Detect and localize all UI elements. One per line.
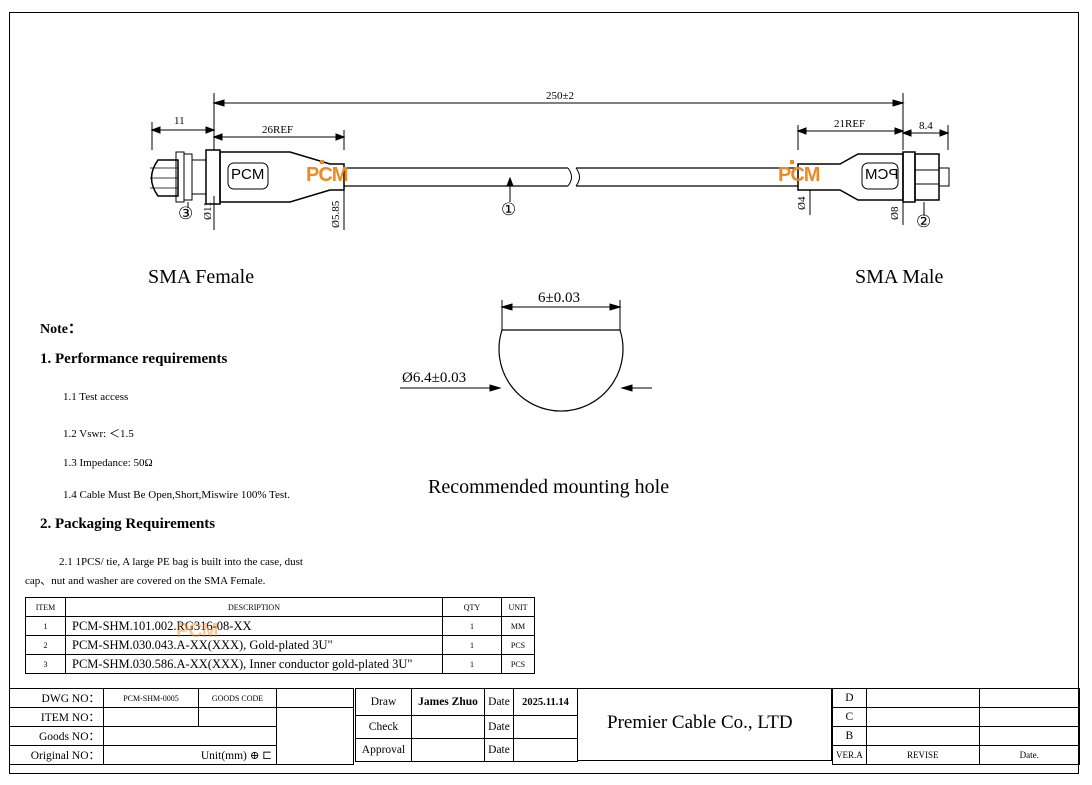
dim-8-4: 8.4: [919, 120, 933, 132]
date-label: Date: [484, 688, 514, 716]
dia-5-85: Ø5.85: [330, 200, 342, 228]
original-no-label: Original NO：: [9, 745, 104, 765]
balloon-1: ①: [501, 200, 517, 219]
drawing-frame: [9, 12, 1079, 774]
dim-26ref: 26REF: [262, 124, 294, 136]
item-no-label: ITEM NO：: [9, 707, 104, 727]
hole-diameter-dim: Ø6.4±0.03: [402, 370, 467, 386]
bom-item: 3: [25, 654, 66, 674]
title-block-approvals: Draw James Zhuo Date 2025.11.14 Check Da…: [355, 688, 578, 762]
unit-label: Unit(mm): [200, 750, 247, 762]
draw-date: 2025.11.14: [513, 688, 578, 716]
overall-length-dim: 250±2: [546, 90, 575, 102]
section-performance: 1. Performance requirements: [40, 351, 228, 367]
revise-label: REVISE: [865, 745, 980, 765]
company-cell: [577, 688, 832, 761]
connector-mark-right: PCM: [865, 166, 899, 183]
draw-label: Draw: [355, 688, 412, 716]
goods-code-label: GOODS CODE: [198, 688, 277, 708]
revision-table: D C B VER.A REVISE Date.: [832, 688, 1080, 765]
bom-desc: PCM-SHM.030.586.A-XX(XXX), Inner conduct…: [65, 654, 443, 674]
ver-label: VER.A: [832, 745, 867, 765]
title-block-left: DWG NO： PCM-SHM-0005 GOODS CODE ITEM NO：…: [9, 688, 354, 765]
dia-4: Ø4: [796, 196, 808, 210]
bom-header: ITEM: [25, 597, 66, 617]
note-item: 1.1 Test access: [63, 391, 129, 403]
note-item: 1.3 Impedance: 50Ω: [63, 457, 153, 469]
hole-caption: Recommended mounting hole: [428, 476, 670, 498]
bom-qty: 1: [442, 654, 502, 674]
bom-header: QTY: [442, 597, 502, 617]
dim-11: 11: [174, 115, 185, 127]
dia-8: Ø8: [889, 206, 901, 220]
bom-header: UNIT: [501, 597, 535, 617]
drawer-name: James Zhuo: [411, 688, 485, 716]
connector-mark-left: PCM: [231, 166, 265, 183]
approval-label: Approval: [355, 738, 412, 762]
sma-female-label: SMA Female: [148, 266, 255, 288]
bom-desc: PCM-SHM.030.043.A-XX(XXX), Gold-plated 3…: [65, 635, 443, 655]
bom-table: ITEM DESCRIPTION QTY UNIT 1 PCM-SHM.101.…: [25, 597, 535, 674]
note-title: Note：: [40, 322, 82, 337]
check-label: Check: [355, 715, 412, 739]
note-item: 1.2 Vswr: ＜1.5: [63, 428, 134, 440]
date-label: Date: [484, 715, 514, 739]
dim-21ref: 21REF: [834, 118, 866, 130]
dwg-no: PCM-SHM-0005: [103, 688, 199, 708]
bom-qty: 1: [442, 635, 502, 655]
bom-unit: PCS: [501, 654, 535, 674]
goods-no-label: Goods NO：: [9, 726, 104, 746]
sma-male-label: SMA Male: [855, 266, 944, 288]
pcm-logo-left: PCM: [306, 164, 348, 186]
bom-item: 1: [25, 616, 66, 636]
bom-header: DESCRIPTION: [65, 597, 443, 617]
balloon-2: ②: [916, 212, 932, 231]
bom-unit: PCS: [501, 635, 535, 655]
section-packaging: 2. Packaging Requirements: [40, 516, 216, 532]
date2-label: Date.: [978, 745, 1080, 765]
projection-symbol-icon: ⊕ ⊏: [249, 750, 272, 762]
bom-item: 2: [25, 635, 66, 655]
table-row: 2 PCM-SHM.030.043.A-XX(XXX), Gold-plated…: [25, 635, 535, 655]
table-row: 1 PCM-SHM.101.002.RG316-08-XX 1 MM: [25, 616, 535, 636]
pcm-watermark: PCM: [176, 620, 218, 642]
rev-d: D: [832, 688, 867, 708]
date-label: Date: [484, 738, 514, 762]
company-name: Premier Cable Co., LTD: [607, 712, 793, 733]
bom-qty: 1: [442, 616, 502, 636]
bom-unit: MM: [501, 616, 535, 636]
note-item: 1.4 Cable Must Be Open,Short,Miswire 100…: [63, 489, 290, 501]
hole-width-dim: 6±0.03: [538, 290, 580, 306]
packaging-line: 2.1 1PCS/ tie, A large PE bag is built i…: [59, 556, 303, 568]
rev-c: C: [832, 707, 867, 727]
pcm-logo-right: PCM: [778, 164, 820, 186]
dwg-no-label: DWG NO：: [9, 688, 104, 708]
balloon-3: ③: [178, 204, 194, 223]
rev-b: B: [832, 726, 867, 746]
dia-11: Ø11: [202, 201, 214, 220]
bom-desc: PCM-SHM.101.002.RG316-08-XX: [65, 616, 443, 636]
table-row: 3 PCM-SHM.030.586.A-XX(XXX), Inner condu…: [25, 654, 535, 674]
packaging-line: cap、nut and washer are covered on the SM…: [25, 575, 266, 587]
